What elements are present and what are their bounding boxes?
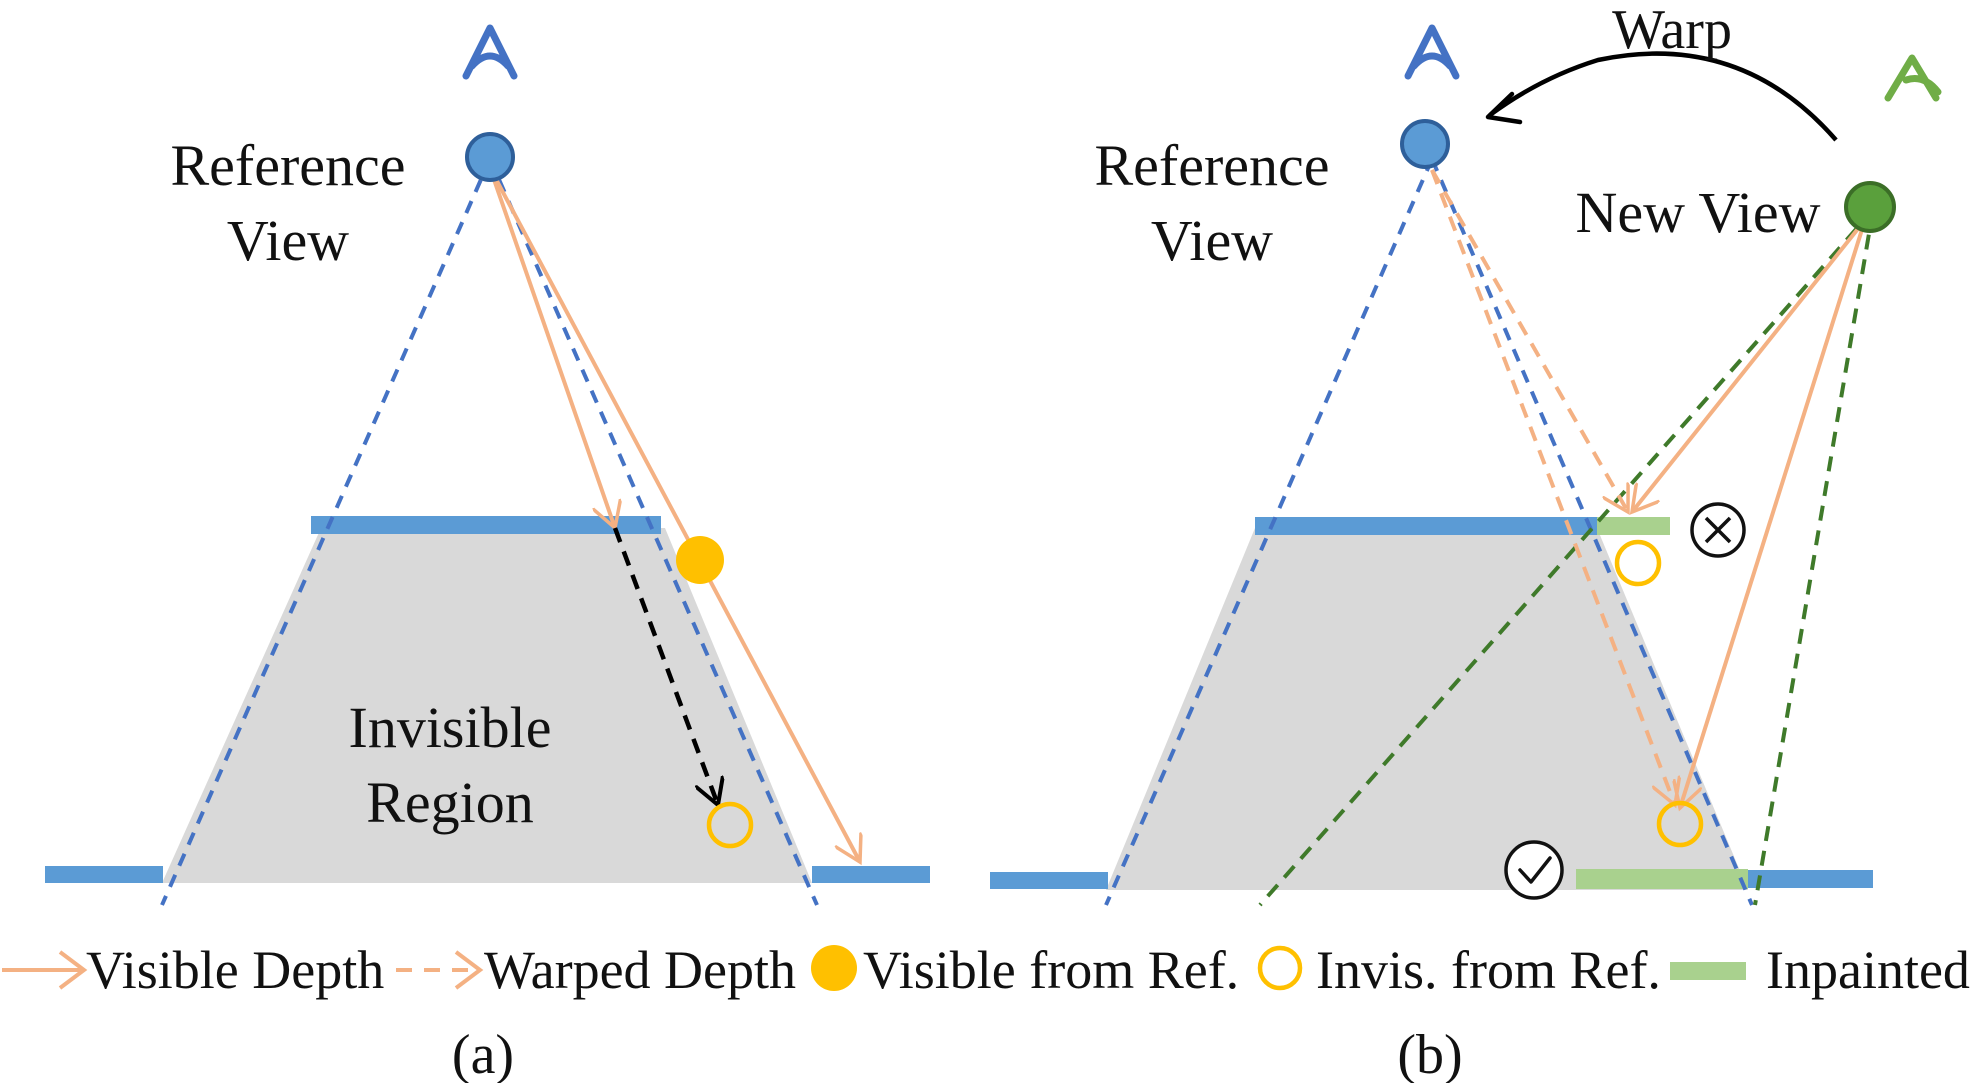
ref-frustum-left [1104,158,1434,906]
warp-arrowhead-icon [1485,91,1523,125]
panel-a-ref-label-line1: Reference [170,133,405,198]
inpainted-far [1576,869,1748,889]
legend-label-visible-from-ref: Visible from Ref. [863,940,1239,1000]
surface-far-right [812,866,930,883]
region-label-line1: Invisible [349,695,552,760]
panel-b-ref-label-line2: View [1151,208,1273,273]
depth-ray-near [488,167,615,528]
new-frustum-left [1258,208,1875,907]
legend-label-visible-depth: Visible Depth [86,940,384,1000]
frustum-left [160,158,492,906]
reference-camera-icon-b [1404,24,1460,80]
surface-far-right-b [1748,870,1873,888]
warp-label: Warp [1612,0,1732,61]
new-view-camera [1844,181,1896,233]
invisible-point [706,801,754,849]
caption-b: (b) [1397,1024,1462,1083]
solid-arrowhead-icon [58,950,88,990]
check-mark-icon [1504,840,1564,900]
legend-label-inpainted: Inpainted [1766,940,1970,1000]
region-label-line2: Region [366,770,534,835]
legend-item-visible-from-ref: Visible from Ref. [811,940,1239,1000]
invisible-region [162,528,812,883]
filled-circle-icon [811,945,857,991]
inpainted-near [1597,517,1670,535]
caption-a: (a) [452,1024,514,1083]
legend: Visible Depth Warped Depth Visible from … [2,940,1970,1000]
invisible-point-near [1614,539,1662,587]
legend-item-visible-depth: Visible Depth [2,940,384,1000]
new-depth-ray-far [1680,219,1867,808]
warped-depth-ray-far [1430,169,1675,805]
surface-near [311,516,661,534]
panel-b: Warp Reference View New View [990,0,1942,907]
legend-item-invis-from-ref: Invis. from Ref. [1257,940,1661,1000]
reference-camera [465,132,515,182]
visible-point [676,536,724,584]
new-view-label: New View [1575,180,1820,245]
legend-label-warped-depth: Warped Depth [484,940,796,1000]
new-view-camera-icon [1884,54,1942,102]
legend-item-warped-depth: Warped Depth [396,940,796,1000]
legend-label-invis-from-ref: Invis. from Ref. [1316,940,1661,1000]
depth-ray-far [488,167,860,862]
surface-far-left [45,866,163,883]
new-frustum-right [1753,209,1875,906]
panel-a: Reference View Invisible Region [45,24,930,906]
panel-b-ref-label-line1: Reference [1094,133,1329,198]
warped-depth-ray-near [1430,169,1628,512]
legend-item-inpainted: Inpainted [1670,940,1970,1000]
warp-arrow [1488,51,1838,142]
invisible-region-b [1106,528,1748,890]
cross-mark-icon [1690,502,1746,558]
frustum-right [488,158,819,906]
reference-camera-b [1400,119,1450,169]
surface-near-b [1255,517,1597,535]
dashed-arrowhead-icon [454,950,484,990]
invisible-point-far [1656,800,1704,848]
hollow-circle-icon [1257,945,1303,991]
panel-a-ref-label-line2: View [227,208,349,273]
surface-far-left-b [990,872,1108,889]
new-depth-ray-near [1632,218,1867,512]
green-bar-icon [1670,962,1746,980]
reference-camera-icon [462,24,518,80]
